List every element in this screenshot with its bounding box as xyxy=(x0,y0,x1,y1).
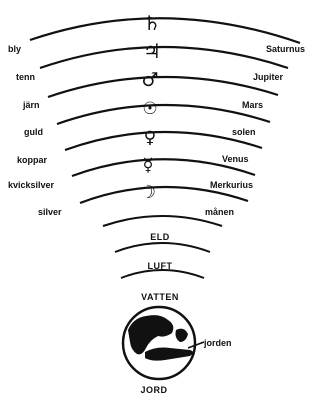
planet-label-venus: Venus xyxy=(222,154,249,164)
sun-sphere-arc xyxy=(57,105,270,124)
metal-labels: bly tenn järn guld koppar kvicksilver si… xyxy=(8,44,62,217)
earth-globe: jorden JORD xyxy=(123,307,232,395)
metal-label-silver: silver xyxy=(38,207,62,217)
mars-sphere-arc xyxy=(48,77,278,97)
metal-label-lead: bly xyxy=(8,44,21,54)
water-sphere-arc xyxy=(121,270,204,278)
metal-label-gold: guld xyxy=(24,127,43,137)
planet-label-saturn: Saturnus xyxy=(266,44,305,54)
jupiter-symbol: ♃ xyxy=(143,39,161,63)
element-label-air: LUFT xyxy=(148,261,173,271)
air-sphere-arc xyxy=(115,243,210,252)
element-label-water: VATTEN xyxy=(141,292,179,302)
planet-label-sun: solen xyxy=(232,127,256,137)
planet-label-jupiter: Jupiter xyxy=(253,72,284,82)
venus-symbol: ♀ xyxy=(144,128,156,148)
element-label-fire: ELD xyxy=(150,232,170,242)
planet-label-moon: månen xyxy=(205,207,234,217)
earth-label: jorden xyxy=(203,338,232,348)
planet-labels: Saturnus Jupiter Mars solen Venus Merkur… xyxy=(205,44,305,217)
jupiter-sphere-arc xyxy=(40,47,288,68)
metal-label-copper: koppar xyxy=(17,155,48,165)
saturn-symbol: ♄ xyxy=(143,11,161,35)
saturn-sphere-arc xyxy=(30,18,300,43)
earth-caption: JORD xyxy=(140,385,167,395)
mars-symbol: ♂ xyxy=(141,69,158,91)
metal-label-quicksilver: kvicksilver xyxy=(8,180,55,190)
metal-label-tin: tenn xyxy=(16,72,35,82)
fire-sphere-arc xyxy=(103,216,222,226)
planet-label-mars: Mars xyxy=(242,100,263,110)
sun-symbol: ☉ xyxy=(142,99,157,119)
mercury-symbol: ☿ xyxy=(142,155,153,176)
planet-label-mercury: Merkurius xyxy=(210,180,253,190)
planet-symbols: ♄ ♃ ♂ ☉ ♀ ☿ ☽ xyxy=(140,11,161,203)
moon-symbol: ☽ xyxy=(140,182,156,203)
metal-label-iron: järn xyxy=(22,100,40,110)
